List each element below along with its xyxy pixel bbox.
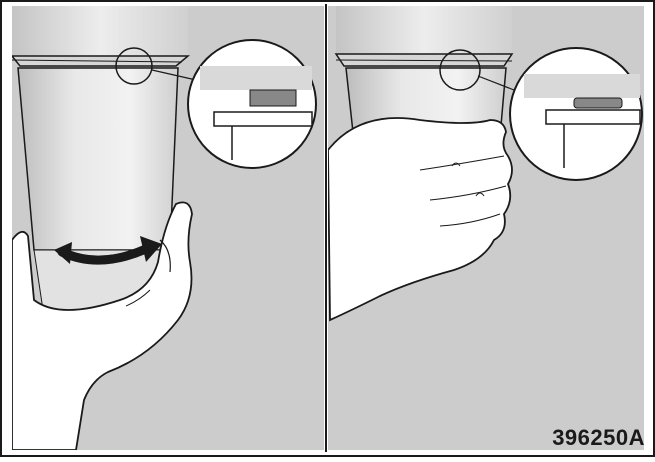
right-detail-seal bbox=[574, 98, 622, 108]
left-detail-seal bbox=[250, 90, 296, 106]
right-panel bbox=[328, 6, 644, 450]
right-filter-head bbox=[336, 6, 512, 54]
left-filter-bowl bbox=[18, 68, 178, 250]
left-filter-head bbox=[12, 6, 188, 56]
left-detail-head bbox=[200, 66, 312, 90]
left-panel bbox=[12, 6, 324, 450]
figure-id-label: 396250A bbox=[552, 425, 645, 451]
left-detail-bowl-lip bbox=[214, 112, 312, 126]
right-detail-head bbox=[524, 74, 640, 98]
right-detail-bowl-lip bbox=[546, 110, 640, 124]
